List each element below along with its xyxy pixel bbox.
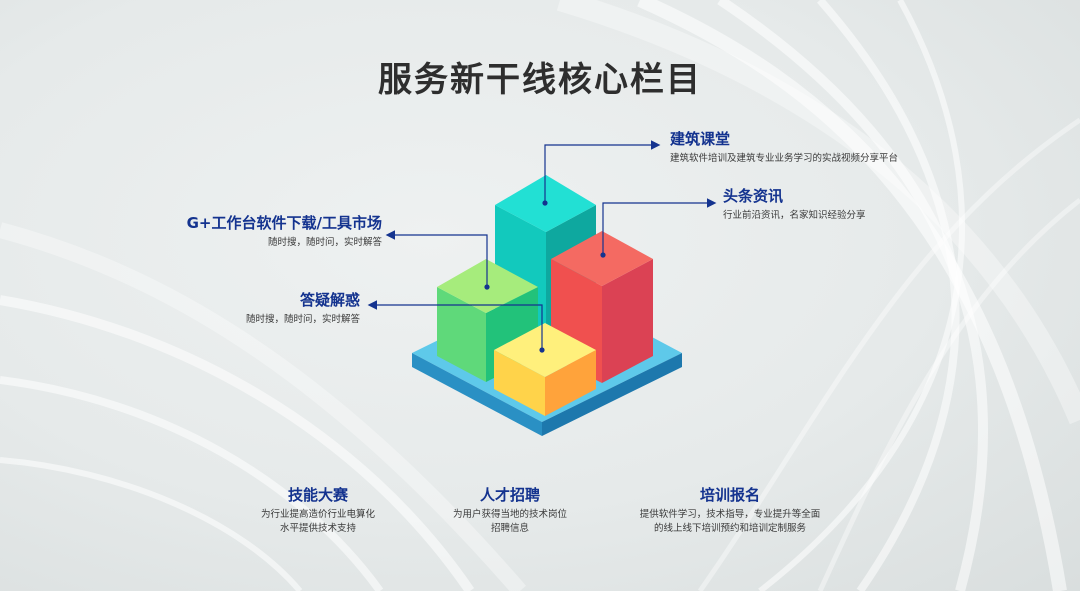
label-gplus-workbench: G+工作台软件下载/工具市场 随时搜，随时问，实时解答 bbox=[187, 213, 382, 250]
bottom-item-rencai-zhaopin: 人才招聘 为用户获得当地的技术岗位 招聘信息 bbox=[440, 485, 580, 536]
bottom-item-jineng-dasai: 技能大赛 为行业提高造价行业电算化 水平提供技术支持 bbox=[248, 485, 388, 536]
label-desc: 随时搜，随时问，实时解答 bbox=[245, 314, 360, 325]
bottom-heading: 人才招聘 bbox=[479, 486, 540, 504]
connector-gplus bbox=[385, 230, 488, 287]
yellow-block bbox=[494, 323, 596, 416]
bottom-line: 招聘信息 bbox=[490, 523, 529, 534]
label-desc: 随时搜，随时问，实时解答 bbox=[267, 237, 382, 248]
connector-jianzhu bbox=[544, 140, 661, 203]
label-toutiao-zixun: 头条资讯 行业前沿资讯，名家知识经验分享 bbox=[723, 186, 866, 223]
bottom-line: 为行业提高造价行业电算化 bbox=[260, 509, 375, 520]
label-heading: 头条资讯 bbox=[723, 187, 784, 205]
label-jianzhu-ketang: 建筑课堂 建筑软件培训及建筑专业业务学习的实战视频分享平台 bbox=[670, 129, 898, 166]
connector-dayi bbox=[367, 300, 543, 350]
label-heading: G+工作台软件下载/工具市场 bbox=[186, 214, 382, 232]
label-heading: 建筑课堂 bbox=[670, 130, 731, 148]
bottom-item-peixun-baoming: 培训报名 提供软件学习，技术指导，专业提升等全面 的线上线下培训预约和培训定制服… bbox=[620, 485, 840, 536]
connector-toutiao bbox=[602, 198, 717, 255]
bottom-heading: 培训报名 bbox=[699, 486, 760, 504]
bottom-line: 水平提供技术支持 bbox=[279, 523, 356, 534]
bottom-line: 提供软件学习，技术指导，专业提升等全面 bbox=[639, 509, 821, 520]
bottom-heading: 技能大赛 bbox=[287, 486, 348, 504]
label-dayi-jiehuo: 答疑解惑 随时搜，随时问，实时解答 bbox=[246, 290, 360, 327]
label-heading: 答疑解惑 bbox=[299, 291, 360, 309]
bottom-line: 为用户获得当地的技术岗位 bbox=[452, 509, 567, 520]
label-desc: 建筑软件培训及建筑专业业务学习的实战视频分享平台 bbox=[670, 153, 899, 164]
page-title: 服务新干线核心栏目 bbox=[378, 60, 702, 100]
label-desc: 行业前沿资讯，名家知识经验分享 bbox=[723, 210, 866, 221]
bottom-line: 的线上线下培训预约和培训定制服务 bbox=[653, 523, 806, 534]
